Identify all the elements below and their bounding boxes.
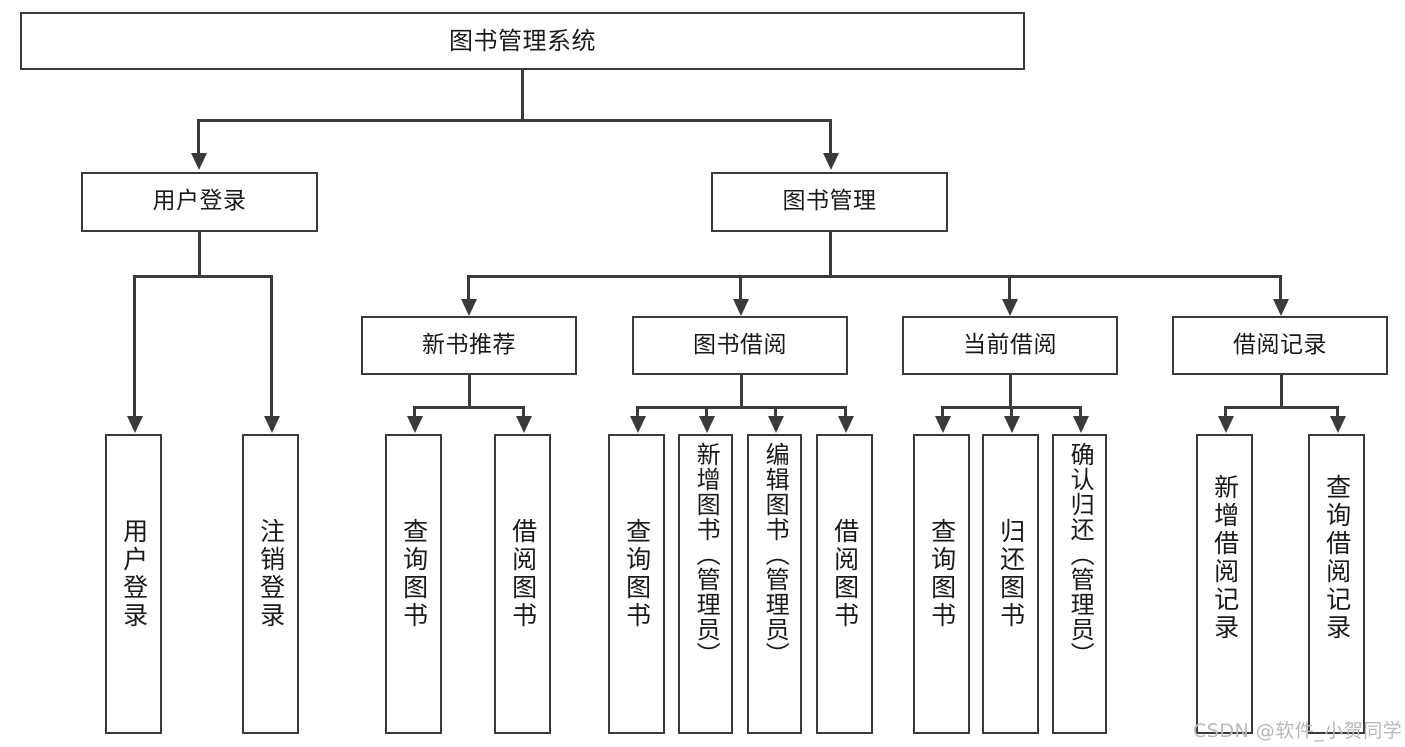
arrow-to-user-login bbox=[191, 153, 207, 170]
leaf-label: 编辑图书（管理员） bbox=[761, 442, 790, 667]
leaf-edit-book-admin[interactable]: 编辑图书（管理员） bbox=[747, 434, 802, 734]
connector-current-trunk bbox=[1009, 375, 1012, 408]
connector-current-branch-1 bbox=[941, 406, 944, 418]
leaf-label: 查询图书 bbox=[399, 518, 429, 630]
connector-recommend-trunk bbox=[468, 375, 471, 408]
connector-record-trunk bbox=[1280, 375, 1283, 408]
connector-recommend-branch-2 bbox=[522, 406, 525, 418]
node-book-management-system[interactable]: 图书管理系统 bbox=[20, 12, 1025, 70]
leaf-label: 新增图书（管理员） bbox=[692, 442, 721, 667]
connector-bookmgmt-branch-4 bbox=[1279, 275, 1282, 301]
leaf-confirm-return-admin[interactable]: 确认归还（管理员） bbox=[1052, 434, 1107, 734]
node-book-management[interactable]: 图书管理 bbox=[711, 172, 948, 232]
node-new-book-recommend[interactable]: 新书推荐 bbox=[361, 316, 577, 375]
arrow-to-leaf-return-book bbox=[1004, 416, 1020, 433]
leaf-label: 归还图书 bbox=[996, 518, 1026, 630]
arrow-to-leaf-add-book bbox=[699, 416, 715, 433]
arrow-to-leaf-borrow-book-2 bbox=[838, 416, 854, 433]
connector-bookmgmt-bar bbox=[467, 275, 1279, 278]
arrow-to-book-borrow bbox=[733, 299, 749, 316]
connector-root-to-bookmgmt bbox=[829, 119, 832, 155]
arrow-to-leaf-confirm-return bbox=[1073, 416, 1089, 433]
connector-record-bar bbox=[1224, 406, 1339, 409]
node-borrow-record[interactable]: 借阅记录 bbox=[1172, 316, 1388, 375]
connector-userlogin-bar bbox=[133, 275, 272, 278]
connector-borrow-branch-3 bbox=[774, 406, 777, 418]
leaf-label: 查询图书 bbox=[927, 518, 957, 630]
node-user-login[interactable]: 用户登录 bbox=[81, 172, 318, 232]
connector-bookmgmt-branch-3 bbox=[1008, 275, 1011, 301]
connector-borrow-branch-4 bbox=[844, 406, 847, 418]
arrow-to-leaf-edit-book bbox=[768, 416, 784, 433]
leaf-add-book-admin[interactable]: 新增图书（管理员） bbox=[678, 434, 733, 734]
leaf-label: 借阅图书 bbox=[508, 518, 538, 630]
connector-borrow-trunk bbox=[740, 375, 743, 408]
leaf-borrow-book-recommend[interactable]: 借阅图书 bbox=[494, 434, 551, 734]
connector-bookmgmt-branch-2 bbox=[739, 275, 742, 301]
leaf-borrow-book[interactable]: 借阅图书 bbox=[816, 434, 873, 734]
node-label: 用户登录 bbox=[152, 188, 247, 215]
arrow-to-borrow-record bbox=[1273, 299, 1289, 316]
connector-root-to-userlogin bbox=[197, 119, 200, 155]
arrow-to-leaf-query-book-3 bbox=[935, 416, 951, 433]
connector-record-branch-2 bbox=[1336, 406, 1339, 418]
leaf-logout[interactable]: 注销登录 bbox=[242, 434, 299, 734]
connector-bookmgmt-trunk bbox=[829, 232, 832, 276]
arrow-to-book-management bbox=[823, 153, 839, 170]
leaf-return-book[interactable]: 归还图书 bbox=[982, 434, 1039, 734]
arrow-to-leaf-add-record bbox=[1218, 416, 1234, 433]
connector-recommend-branch-1 bbox=[413, 406, 416, 418]
node-label: 新书推荐 bbox=[422, 331, 516, 358]
leaf-label: 确认归还（管理员） bbox=[1066, 442, 1095, 667]
arrow-to-new-book-recommend bbox=[461, 299, 477, 316]
arrow-to-leaf-logout bbox=[264, 416, 280, 433]
connector-root-bar bbox=[197, 119, 831, 122]
node-book-borrow[interactable]: 图书借阅 bbox=[632, 316, 848, 375]
arrow-to-leaf-user-login bbox=[127, 416, 143, 433]
connector-root-trunk bbox=[521, 70, 524, 120]
node-label: 图书借阅 bbox=[693, 331, 787, 358]
leaf-user-login[interactable]: 用户登录 bbox=[105, 434, 162, 734]
leaf-add-borrow-record[interactable]: 新增借阅记录 bbox=[1196, 434, 1253, 734]
arrow-to-leaf-query-record bbox=[1330, 416, 1346, 433]
arrow-to-leaf-query-book-2 bbox=[630, 416, 646, 433]
leaf-query-book-borrow[interactable]: 查询图书 bbox=[608, 434, 665, 734]
leaf-label: 借阅图书 bbox=[830, 518, 860, 630]
connector-recommend-bar bbox=[413, 406, 525, 409]
node-label: 当前借阅 bbox=[963, 331, 1057, 358]
connector-userlogin-branch-2 bbox=[270, 275, 273, 418]
connector-borrow-bar bbox=[636, 406, 847, 409]
leaf-query-book-current[interactable]: 查询图书 bbox=[913, 434, 970, 734]
leaf-label: 查询图书 bbox=[622, 518, 652, 630]
connector-borrow-branch-1 bbox=[636, 406, 639, 418]
arrow-to-leaf-borrow-book-1 bbox=[516, 416, 532, 433]
node-label: 借阅记录 bbox=[1233, 331, 1327, 358]
node-label: 图书管理系统 bbox=[449, 26, 596, 55]
node-current-borrow[interactable]: 当前借阅 bbox=[902, 316, 1118, 375]
arrow-to-leaf-query-book-1 bbox=[407, 416, 423, 433]
connector-userlogin-branch-1 bbox=[133, 275, 136, 418]
leaf-label: 新增借阅记录 bbox=[1210, 474, 1240, 642]
leaf-query-borrow-record[interactable]: 查询借阅记录 bbox=[1308, 434, 1365, 734]
arrow-to-current-borrow bbox=[1002, 299, 1018, 316]
leaf-label: 查询借阅记录 bbox=[1322, 474, 1352, 642]
leaf-label: 用户登录 bbox=[119, 518, 149, 630]
connector-borrow-branch-2 bbox=[705, 406, 708, 418]
node-label: 图书管理 bbox=[782, 188, 877, 215]
leaf-query-book-recommend[interactable]: 查询图书 bbox=[385, 434, 442, 734]
connector-bookmgmt-branch-1 bbox=[467, 275, 470, 301]
connector-record-branch-1 bbox=[1224, 406, 1227, 418]
leaf-label: 注销登录 bbox=[256, 518, 286, 630]
connector-userlogin-trunk bbox=[198, 232, 201, 276]
connector-current-branch-3 bbox=[1079, 406, 1082, 418]
connector-current-branch-2 bbox=[1010, 406, 1013, 418]
